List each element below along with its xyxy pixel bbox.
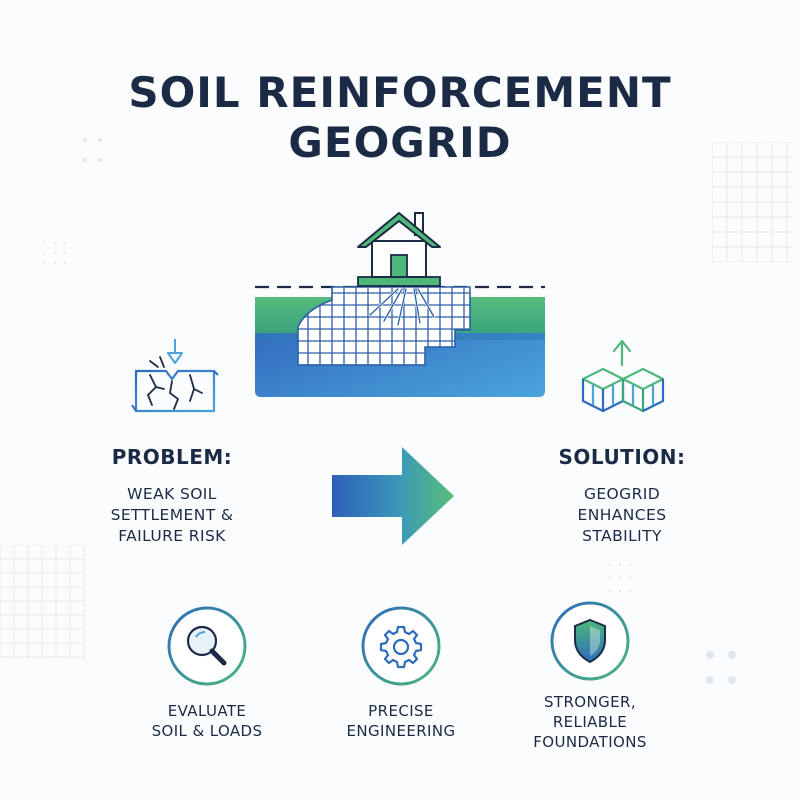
shield-icon xyxy=(550,601,630,681)
solution-heading: SOLUTION: xyxy=(558,445,686,469)
step-3-caption-line-1: STRONGER, xyxy=(543,693,637,711)
background-grid-pattern xyxy=(0,545,85,660)
problem-line-3: FAILURE RISK xyxy=(118,527,226,545)
background-grid-pattern xyxy=(712,142,792,262)
magnifier-icon xyxy=(167,606,247,686)
step-2-caption-line-2: ENGINEERING xyxy=(346,722,456,740)
background-dots xyxy=(83,138,102,162)
house-icon xyxy=(357,212,441,278)
solution-line-3: STABILITY xyxy=(582,527,662,545)
gear-icon xyxy=(361,606,441,686)
page-title-line-1: SOIL REINFORCEMENT xyxy=(128,68,672,117)
problem-heading: PROBLEM: xyxy=(111,445,233,469)
foundation-footing xyxy=(357,276,441,287)
background-dots xyxy=(608,563,632,593)
step-2-caption-line-1: PRECISE xyxy=(368,702,434,720)
problem-line-1: WEAK SOIL xyxy=(127,485,217,503)
background-dots xyxy=(43,241,67,265)
right-arrow-icon xyxy=(332,447,454,545)
solution-line-1: GEOGRID xyxy=(583,485,661,503)
page-title-line-2: GEOGRID xyxy=(288,118,512,167)
background-dots xyxy=(706,651,736,684)
solution-line-2: ENHANCES xyxy=(577,506,667,524)
cracked-soil-icon xyxy=(131,339,219,413)
geogrid-structure-icon xyxy=(581,339,665,413)
house-on-geogrid-illustration xyxy=(255,212,545,397)
problem-line-2: SETTLEMENT & xyxy=(110,506,234,524)
step-3-caption-line-3: FOUNDATIONS xyxy=(533,733,647,751)
step-1-caption-line-1: EVALUATE xyxy=(167,702,247,720)
step-3-caption-line-2: RELIABLE xyxy=(552,713,628,731)
step-1-caption-line-2: SOIL & LOADS xyxy=(151,722,263,740)
